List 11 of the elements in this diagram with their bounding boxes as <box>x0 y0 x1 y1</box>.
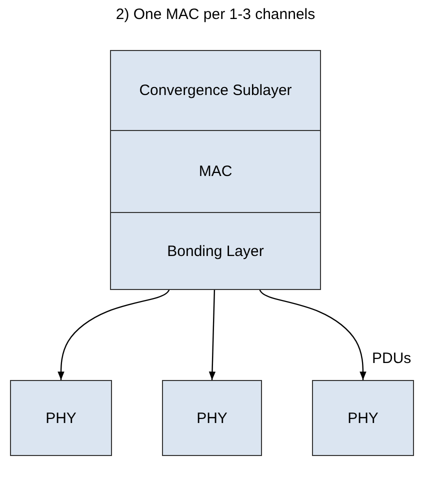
phy-box: PHY <box>162 380 262 456</box>
phy-box: PHY <box>10 380 112 456</box>
arrow <box>259 290 366 380</box>
flow-label: PDUs <box>372 350 412 367</box>
phy-box: PHY <box>312 380 414 456</box>
layer-band: Bonding Layer <box>110 212 321 290</box>
arrow <box>58 290 170 380</box>
layer-band: Convergence Sublayer <box>110 50 321 131</box>
layer-band: MAC <box>110 130 321 213</box>
arrow <box>208 290 216 380</box>
stack-heading: 2) One MAC per 1-3 channels <box>114 5 316 24</box>
